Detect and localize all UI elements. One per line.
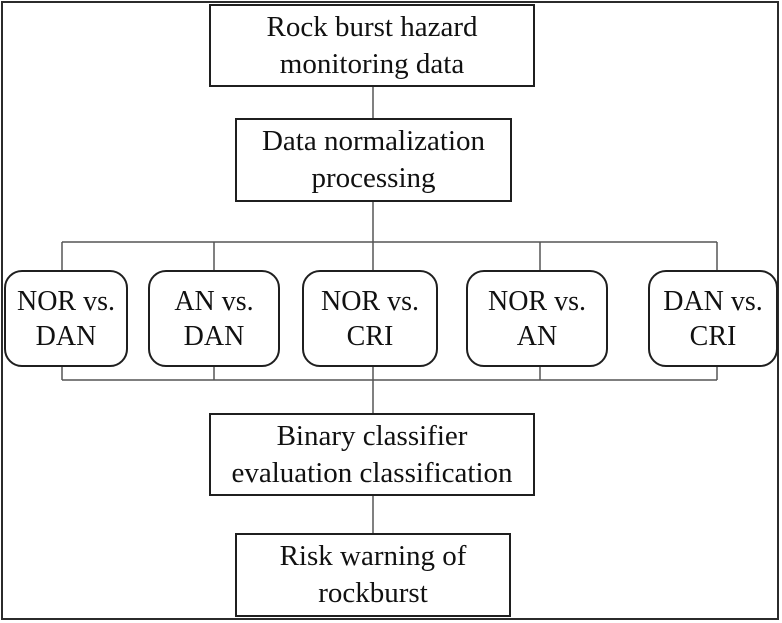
node-pair-nor-an-line-1: NOR vs. xyxy=(487,285,586,317)
node-pair-nor-cri-line-2: CRI xyxy=(346,320,394,352)
node-pair-nor-cri-line-1: NOR vs. xyxy=(320,285,419,317)
node-pair-dan-cri-line-2: CRI xyxy=(689,320,737,352)
node-risk-warning-line-1: Risk warning of xyxy=(279,540,467,572)
node-monitoring-data-line-1: Rock burst hazard xyxy=(266,10,478,43)
node-pair-nor-dan-line-1: NOR vs. xyxy=(16,285,115,317)
node-normalization-line-2: processing xyxy=(311,162,436,194)
node-risk-warning: Risk warning of rockburst xyxy=(235,533,511,617)
node-pair-an-dan-line-2: DAN xyxy=(183,320,245,352)
node-pair-nor-dan: NOR vs. DAN xyxy=(4,270,128,367)
node-monitoring-data: Rock burst hazard monitoring data xyxy=(209,4,535,87)
node-pair-nor-an: NOR vs. AN xyxy=(466,270,608,367)
node-pair-an-dan-line-1: AN vs. xyxy=(174,285,254,317)
node-monitoring-data-line-2: monitoring data xyxy=(279,47,465,80)
node-risk-warning-line-2: rockburst xyxy=(318,577,428,609)
node-normalization: Data normalization processing xyxy=(235,118,512,202)
node-normalization-line-1: Data normalization xyxy=(261,125,486,157)
node-pair-nor-an-line-2: AN xyxy=(516,320,558,352)
node-pair-nor-dan-line-2: DAN xyxy=(35,320,97,352)
node-binary-classifier-line-2: evaluation classification xyxy=(231,456,513,489)
node-pair-dan-cri-line-1: DAN vs. xyxy=(663,285,763,317)
node-binary-classifier: Binary classifier evaluation classificat… xyxy=(209,413,535,496)
node-pair-nor-cri: NOR vs. CRI xyxy=(302,270,438,367)
node-binary-classifier-line-1: Binary classifier xyxy=(276,419,468,452)
node-pair-an-dan: AN vs. DAN xyxy=(148,270,280,367)
node-pair-dan-cri: DAN vs. CRI xyxy=(648,270,778,367)
